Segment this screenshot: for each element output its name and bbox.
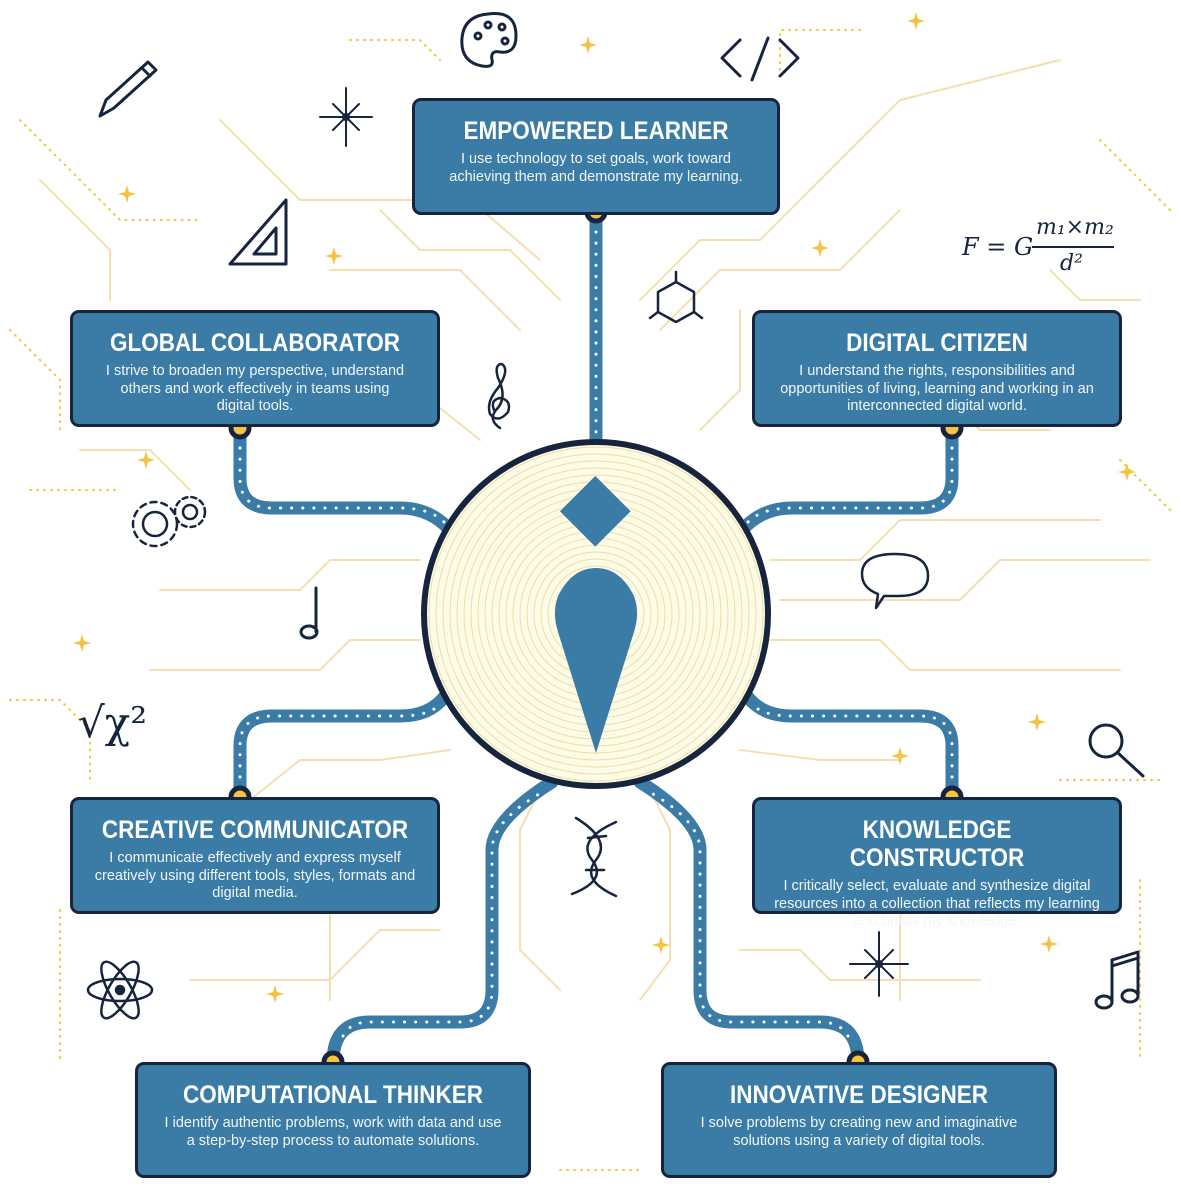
card-description: I strive to broaden my perspective, unde… xyxy=(105,363,405,414)
compass-star-icon xyxy=(319,87,373,147)
dotted-traces xyxy=(9,29,1171,1171)
double-note-icon xyxy=(1094,950,1140,1010)
central-emblem xyxy=(421,439,771,789)
atom-icon xyxy=(86,960,154,1020)
pencil-icon xyxy=(98,60,158,118)
gravity-lhs: F = G xyxy=(962,233,1034,261)
card-title: GLOBAL COLLABORATOR xyxy=(110,329,400,357)
emblem-ring xyxy=(428,446,764,782)
chi-text: √χ² xyxy=(78,698,148,747)
emblem-ring xyxy=(449,467,743,761)
card-title: COMPUTATIONAL THINKER xyxy=(182,1081,483,1109)
magnifier-icon xyxy=(1088,723,1145,778)
chi-formula: √χ² xyxy=(78,698,147,747)
connector-tracks xyxy=(233,205,959,1069)
palette-icon xyxy=(460,11,518,68)
benzene-icon xyxy=(648,270,704,324)
card-title: EMPOWERED LEARNER xyxy=(463,117,729,145)
card-title: DIGITAL CITIZEN xyxy=(846,329,1028,357)
code-icon xyxy=(720,36,800,82)
card-global-collaborator: GLOBAL COLLABORATOR I strive to broaden … xyxy=(70,310,440,427)
card-innovative-designer: INNOVATIVE DESIGNER I solve problems by … xyxy=(661,1062,1057,1178)
triangle-ruler-icon xyxy=(228,198,288,266)
compass-star-icon-2 xyxy=(849,931,909,997)
card-description: I identify authentic problems, work with… xyxy=(164,1115,502,1149)
gravity-denominator: d² xyxy=(1060,251,1083,276)
gravity-formula: F = G m₁×m₂ d² xyxy=(962,215,1122,285)
music-note-icon xyxy=(299,586,319,640)
card-computational-thinker: COMPUTATIONAL THINKER I identify authent… xyxy=(135,1062,531,1178)
card-description: I communicate effectively and express my… xyxy=(94,850,416,901)
card-title: KNOWLEDGE CONSTRUCTOR xyxy=(849,816,1025,872)
card-knowledge-constructor: KNOWLEDGE CONSTRUCTOR I critically selec… xyxy=(752,797,1122,929)
emblem-ring xyxy=(442,460,750,768)
treble-clef-icon xyxy=(487,362,511,430)
gears-icon xyxy=(131,495,207,548)
speech-bubble-icon xyxy=(860,552,930,610)
card-description: I solve problems by creating new and ima… xyxy=(700,1115,1018,1149)
card-description: I understand the rights, responsibilitie… xyxy=(780,363,1094,414)
circuit-traces xyxy=(39,59,1151,1001)
card-creative-communicator: CREATIVE COMMUNICATOR I communicate effe… xyxy=(70,797,440,914)
card-title: INNOVATIVE DESIGNER xyxy=(730,1081,988,1109)
gravity-fraction-bar xyxy=(1032,246,1114,248)
card-description: I use technology to set goals, work towa… xyxy=(449,151,743,185)
sparkle-icons xyxy=(73,12,1136,1003)
card-title: CREATIVE COMMUNICATOR xyxy=(101,816,409,844)
card-description: I critically select, evaluate and synthe… xyxy=(774,878,1100,929)
gravity-numerator: m₁×m₂ xyxy=(1036,215,1114,240)
card-digital-citizen: DIGITAL CITIZEN I understand the rights,… xyxy=(752,310,1122,427)
card-empowered-learner: EMPOWERED LEARNER I use technology to se… xyxy=(412,98,780,215)
emblem-ring xyxy=(435,453,757,775)
dna-icon xyxy=(570,816,618,898)
